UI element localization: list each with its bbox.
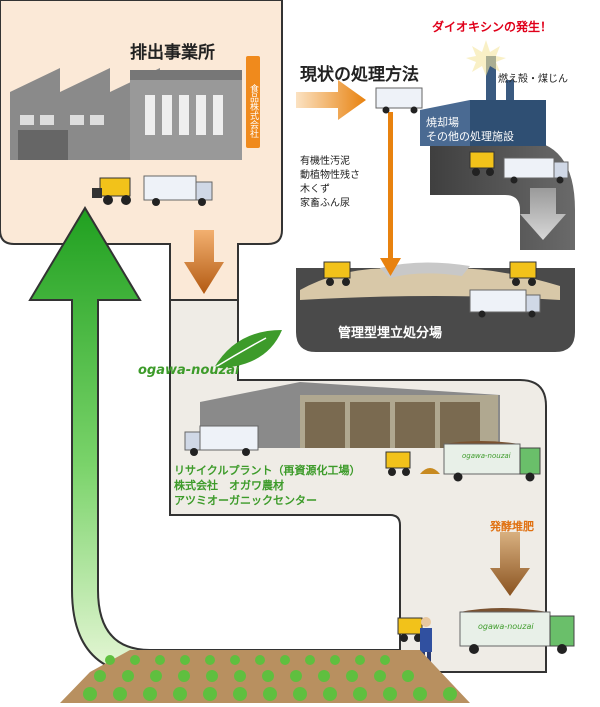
- truck-brand-text: ogawa-nouzai: [478, 622, 534, 631]
- ash-label: 燃え殻・煤じん: [498, 74, 568, 85]
- truck-plant-arrival: [184, 425, 259, 456]
- orange-down-arrow: [184, 230, 224, 294]
- loader-loop: [469, 151, 495, 176]
- loader-landfill-right: [509, 261, 537, 286]
- truck-brand-text: ogawa-nouzai: [462, 452, 511, 460]
- truck-compost-plant: [443, 441, 541, 482]
- waste-type-item: 木くず: [300, 184, 330, 195]
- brand-logo-text: ogawa-nouzai: [138, 363, 240, 378]
- dioxin-burst-icon: [466, 40, 506, 76]
- landfill-label: 管理型埋立処分場: [338, 326, 443, 341]
- orange-landfill-arrow: [380, 112, 401, 276]
- factory-title: 排出事業所: [130, 43, 215, 63]
- cabbage-field: [60, 650, 470, 703]
- other-facility-label: その他の処理施設: [426, 130, 514, 143]
- plant-warehouse: [200, 382, 500, 448]
- leaf-logo-icon: [213, 330, 282, 369]
- current-method-title: 現状の処理方法: [300, 65, 419, 85]
- orange-right-arrow: [296, 80, 366, 120]
- factory-sign-text: 食品株式会社: [248, 84, 258, 138]
- waste-type-list: 有機性汚泥 動植物性残さ 木くず 家畜ふん尿: [300, 155, 360, 211]
- truck-incinerator: [375, 87, 423, 114]
- fermentation-label: 発酵堆肥: [490, 520, 534, 533]
- incinerator-label: 焼却場: [426, 116, 459, 129]
- truck-factory: [143, 175, 213, 206]
- loader-landfill-left: [323, 261, 351, 286]
- gray-down-arrow: [520, 188, 566, 240]
- loader-field: [397, 617, 423, 642]
- plant-line: 株式会社 オガワ農材: [174, 479, 284, 492]
- factory-building: [10, 68, 242, 160]
- truck-loop: [503, 157, 569, 184]
- truck-compost-field: [459, 608, 575, 654]
- plant-line: リサイクルプラント（再資源化工場）: [174, 464, 361, 477]
- plant-line: アツミオーガニックセンター: [174, 494, 317, 507]
- loader-factory: [92, 177, 131, 205]
- waste-type-item: 有機性汚泥: [300, 156, 350, 167]
- waste-type-item: 動植物性残さ: [300, 170, 360, 181]
- plant-info: リサイクルプラント（再資源化工場） 株式会社 オガワ農材 アツミオーガニックセン…: [174, 463, 360, 508]
- factory-sign: 食品株式会社: [246, 56, 260, 148]
- loader-plant: [385, 451, 440, 476]
- waste-type-item: 家畜ふん尿: [300, 198, 350, 209]
- compost-down-arrow: [490, 532, 530, 596]
- dioxin-warning: ダイオキシンの発生！: [432, 20, 553, 34]
- truck-landfill: [469, 289, 541, 318]
- incinerator-plant: [420, 56, 546, 146]
